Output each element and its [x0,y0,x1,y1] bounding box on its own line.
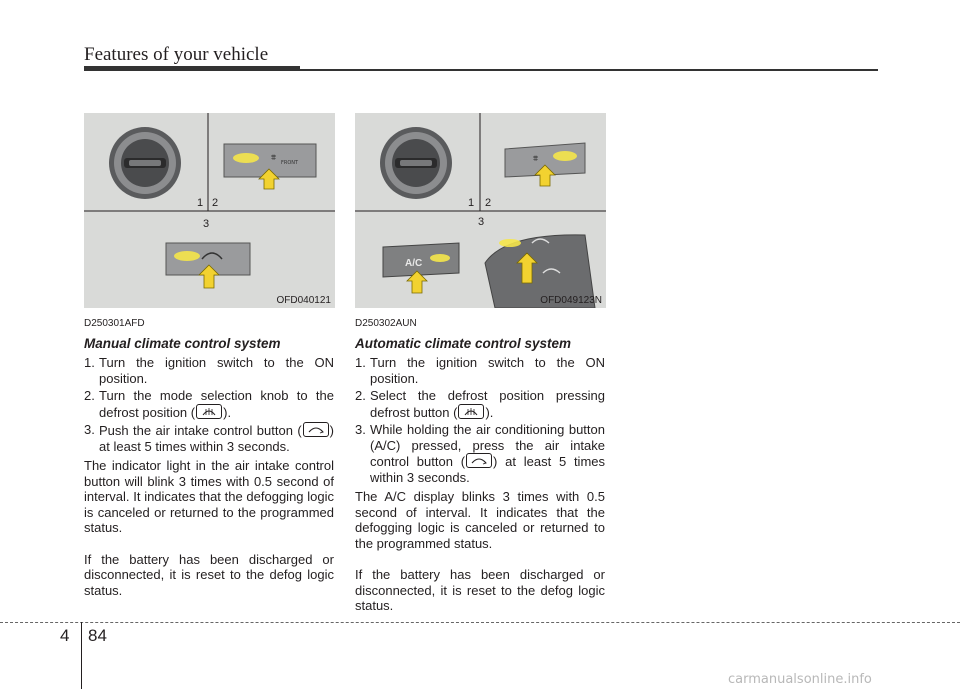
intake-panel [165,242,251,289]
step-item: 2. Turn the mode selection knob to the d… [84,388,334,420]
indicator-light-icon [174,251,200,261]
indicator-light-icon [233,153,259,163]
panel-label-front: FRONT [281,160,299,166]
section-heading: Manual climate control system [84,335,281,351]
automatic-climate-figure: ⩨ A/C 1 2 3 OFD049123N [355,113,606,308]
yellow-arrow-icon [516,252,538,284]
figure-label-3: 3 [203,218,210,230]
section-code: D250301AFD [84,318,145,329]
manual-climate-section: D250301AFD Manual climate control system… [84,316,334,598]
air-intake-icon [542,268,561,274]
yellow-arrow-icon [534,164,556,187]
figure-label-1: 1 [197,197,204,209]
body-paragraph: If the battery has been discharged or di… [355,567,605,613]
figure-label-2: 2 [212,197,219,209]
indicator-light-icon [553,151,577,161]
air-intake-icon [201,252,223,260]
mode-panel: ⩨ FRONT [223,143,317,190]
ignition-switch-icon [109,127,181,199]
ac-panel: A/C [382,242,460,294]
footer-divider [81,622,82,689]
section-number: 4 [60,626,70,645]
step-item: 3. Push the air intake control button ()… [84,422,334,454]
step-item: 1. Turn the ignition switch to the ON po… [355,355,605,386]
yellow-arrow-icon [198,264,220,289]
yellow-arrow-icon [406,270,428,294]
step-list: 1. Turn the ignition switch to the ON po… [84,355,334,454]
air-intake-icon [466,453,493,468]
figure-code: OFD049123N [540,295,602,306]
intake-panel [484,234,596,308]
header-rule-thin [300,69,878,71]
step-item: 3. While holding the air conditioning bu… [355,422,606,485]
automatic-climate-section: D250302AUN Automatic climate control sys… [355,316,605,614]
watermark: carmanualsonline.info [728,672,872,687]
step-item: 2. Select the defrost position pressing … [355,388,605,420]
body-paragraph: The indicator light in the air intake co… [84,458,334,535]
air-intake-icon [531,238,550,244]
indicator-light-icon [430,254,450,262]
page-number: 84 [88,626,107,645]
body-paragraph: The A/C display blinks 3 times with 0.5 … [355,489,605,551]
ac-button-label: A/C [405,258,422,269]
svg-text:⩨: ⩨ [271,153,276,163]
figure-label-2: 2 [485,197,492,209]
manual-climate-figure: ⩨ FRONT 1 2 3 OFD040121 [84,113,335,308]
defrost-panel: ⩨ [504,142,586,187]
footer-rule [0,622,960,623]
figure-label-1: 1 [468,197,475,209]
step-item: 1. Turn the ignition switch to the ON po… [84,355,334,386]
section-heading: Automatic climate control system [355,335,572,351]
svg-text:⩨: ⩨ [533,154,538,164]
defrost-icon [196,403,223,419]
indicator-light-icon [499,239,521,247]
ignition-switch-icon [380,127,452,199]
section-code: D250302AUN [355,318,417,329]
step-list: 1. Turn the ignition switch to the ON po… [355,355,605,485]
page-header-title: Features of your vehicle [84,44,269,65]
yellow-arrow-icon [258,168,280,190]
air-intake-icon [302,422,329,437]
header-rule-thick [84,66,300,71]
body-paragraph: If the battery has been discharged or di… [84,551,334,598]
figure-code: OFD040121 [276,295,331,306]
defrost-icon [458,403,485,419]
figure-label-3: 3 [478,216,485,228]
